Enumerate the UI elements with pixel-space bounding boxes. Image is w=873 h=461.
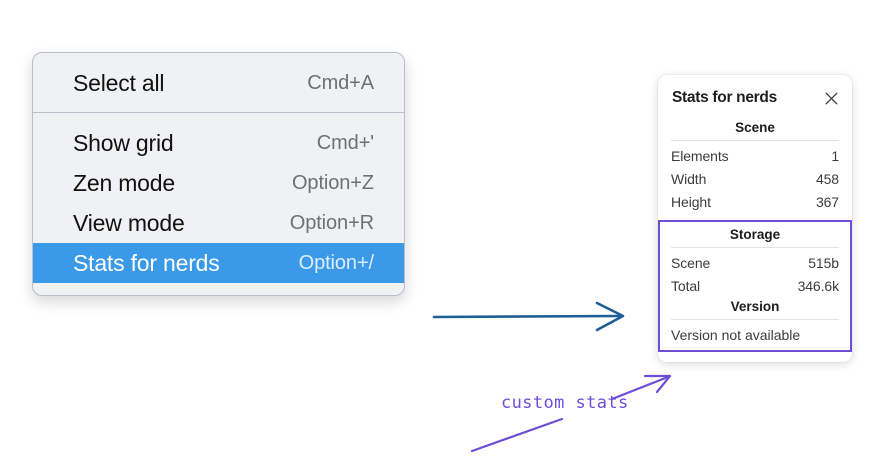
context-menu[interactable]: Select all Cmd+A Show grid Cmd+' Zen mod… — [32, 52, 405, 296]
divider — [671, 140, 839, 141]
stat-row-storage-total: Total 346.6k — [671, 275, 839, 298]
close-icon[interactable] — [823, 90, 839, 106]
version-heading: Version — [730, 299, 780, 314]
stat-row-width: Width 458 — [671, 168, 839, 191]
stat-row-height: Height 367 — [671, 191, 839, 214]
menu-group-view: Show grid Cmd+' Zen mode Option+Z View m… — [33, 113, 404, 295]
menu-item-shortcut: Option+Z — [291, 171, 374, 194]
stat-key: Height — [671, 194, 711, 210]
menu-item-select-all[interactable]: Select all Cmd+A — [33, 63, 404, 103]
menu-group-primary: Select all Cmd+A — [33, 53, 404, 112]
divider — [671, 319, 839, 320]
menu-item-view-mode[interactable]: View mode Option+R — [33, 203, 404, 243]
menu-item-label: View mode — [73, 209, 185, 236]
stat-value: 458 — [815, 171, 839, 187]
annotation-custom-stats-label: custom stats — [501, 393, 629, 413]
stats-for-nerds-panel: Stats for nerds Scene Elements 1 Width 4… — [658, 75, 852, 362]
stat-value: 1 — [831, 148, 839, 164]
stat-value: 367 — [815, 194, 839, 210]
storage-heading: Storage — [729, 227, 781, 242]
menu-separator — [33, 112, 404, 113]
menu-item-zen-mode[interactable]: Zen mode Option+Z — [33, 163, 404, 203]
stat-key: Width — [671, 171, 707, 187]
custom-stats-highlight-box: Storage Scene 515b Total 346.6k Version … — [658, 220, 852, 352]
menu-item-shortcut: Cmd+' — [316, 131, 374, 154]
menu-item-label: Zen mode — [73, 169, 175, 196]
stat-value: 346.6k — [797, 278, 840, 294]
menu-item-shortcut: Option+R — [289, 211, 374, 234]
stat-row-elements: Elements 1 — [671, 145, 839, 168]
version-text: Version not available — [671, 327, 801, 343]
divider — [671, 247, 839, 248]
scene-section: Scene Elements 1 Width 458 Height 367 — [658, 119, 852, 214]
purple-underline-stroke — [470, 417, 564, 453]
menu-item-show-grid[interactable]: Show grid Cmd+' — [33, 123, 404, 163]
blue-arrow-icon — [432, 301, 625, 332]
menu-item-shortcut: Cmd+A — [307, 71, 374, 94]
menu-item-label: Show grid — [73, 129, 174, 156]
menu-item-shortcut: Option+/ — [298, 251, 374, 274]
version-section: Version Version not available — [660, 298, 850, 345]
panel-titlebar: Stats for nerds — [658, 89, 852, 107]
storage-section: Storage Scene 515b Total 346.6k — [660, 226, 850, 298]
stat-value: 515b — [808, 255, 839, 271]
panel-title: Stats for nerds — [672, 89, 777, 106]
stat-key: Total — [671, 278, 701, 294]
menu-item-label: Stats for nerds — [73, 249, 220, 276]
menu-item-stats-for-nerds[interactable]: Stats for nerds Option+/ — [33, 243, 404, 283]
menu-item-label: Select all — [73, 69, 165, 96]
stat-row-storage-scene: Scene 515b — [671, 252, 839, 275]
stat-key: Elements — [671, 148, 729, 164]
scene-heading: Scene — [735, 120, 775, 135]
stat-key: Scene — [671, 255, 711, 271]
